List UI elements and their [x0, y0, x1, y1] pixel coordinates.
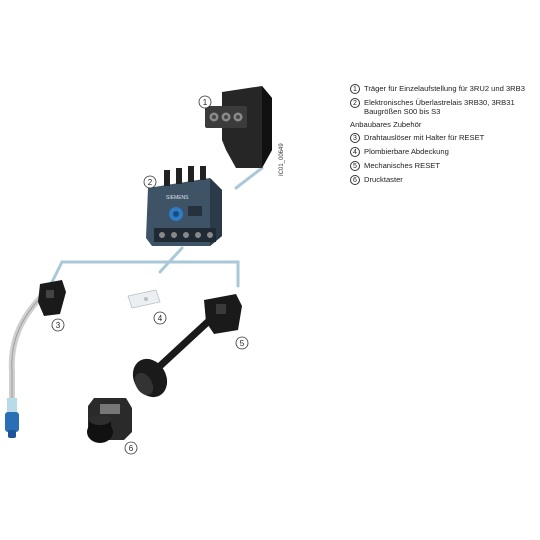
- connector-accessory-bar: [60, 260, 240, 288]
- overload-relay-part: SIEMENS: [146, 166, 222, 246]
- callout-1: 1: [198, 95, 212, 109]
- callout-2: 2: [143, 175, 157, 189]
- document-id: IC01_00649: [279, 143, 285, 176]
- callout-number: 4: [158, 314, 163, 323]
- callout-5: 5: [235, 336, 249, 350]
- legend-text: Drucktaster: [364, 175, 403, 185]
- connector-carrier-relay: [234, 166, 264, 190]
- legend-item-5: 5 Mechanisches RESET: [350, 161, 538, 172]
- legend-number: 4: [350, 147, 360, 158]
- callout-number: 2: [148, 178, 153, 187]
- legend-item-1: 1 Träger für Einzelaufstellung für 3RU2 …: [350, 84, 538, 94]
- mechanical-reset-part: [132, 294, 242, 398]
- relay-brand-label: SIEMENS: [166, 195, 189, 201]
- legend: 1 Träger für Einzelaufstellung für 3RU2 …: [350, 84, 538, 189]
- callout-number: 6: [129, 444, 134, 453]
- push-button-part: [87, 398, 132, 443]
- legend-item-6: 6 Drucktaster: [350, 175, 538, 186]
- callout-3: 3: [51, 318, 65, 332]
- legend-number: 3: [350, 133, 360, 144]
- carrier-part: [205, 86, 272, 168]
- legend-number: 5: [350, 161, 360, 172]
- wire-release-part: [5, 280, 66, 438]
- legend-number: 2: [350, 98, 360, 108]
- connector-lines: [50, 166, 264, 288]
- legend-text: Plombierbare Abdeckung: [364, 147, 449, 157]
- legend-text: Träger für Einzelaufstellung für 3RU2 un…: [364, 84, 525, 93]
- legend-item-2: 2 Elektronisches Überlastrelais 3RB30, 3…: [350, 98, 538, 116]
- callout-number: 5: [240, 339, 245, 348]
- legend-heading: Anbaubares Zubehör: [350, 120, 422, 130]
- callout-number: 3: [56, 321, 61, 330]
- callout-number: 1: [203, 98, 208, 107]
- legend-text: Drahtauslöser mit Halter für RESET: [364, 133, 485, 143]
- connector-bar-left: [50, 260, 64, 284]
- legend-number: 6: [350, 175, 360, 186]
- sealable-cover-part: [127, 289, 161, 309]
- legend-text: Mechanisches RESET: [364, 161, 440, 171]
- legend-item-4: 4 Plombierbare Abdeckung: [350, 147, 538, 158]
- legend-item-3: 3 Drahtauslöser mit Halter für RESET: [350, 133, 538, 144]
- callout-4: 4: [153, 311, 167, 325]
- legend-number: 1: [350, 84, 360, 94]
- connector-relay-down: [158, 246, 184, 274]
- callout-6: 6: [124, 441, 138, 455]
- legend-text: Elektronisches Überlastrelais 3RB30, 3RB…: [364, 98, 515, 117]
